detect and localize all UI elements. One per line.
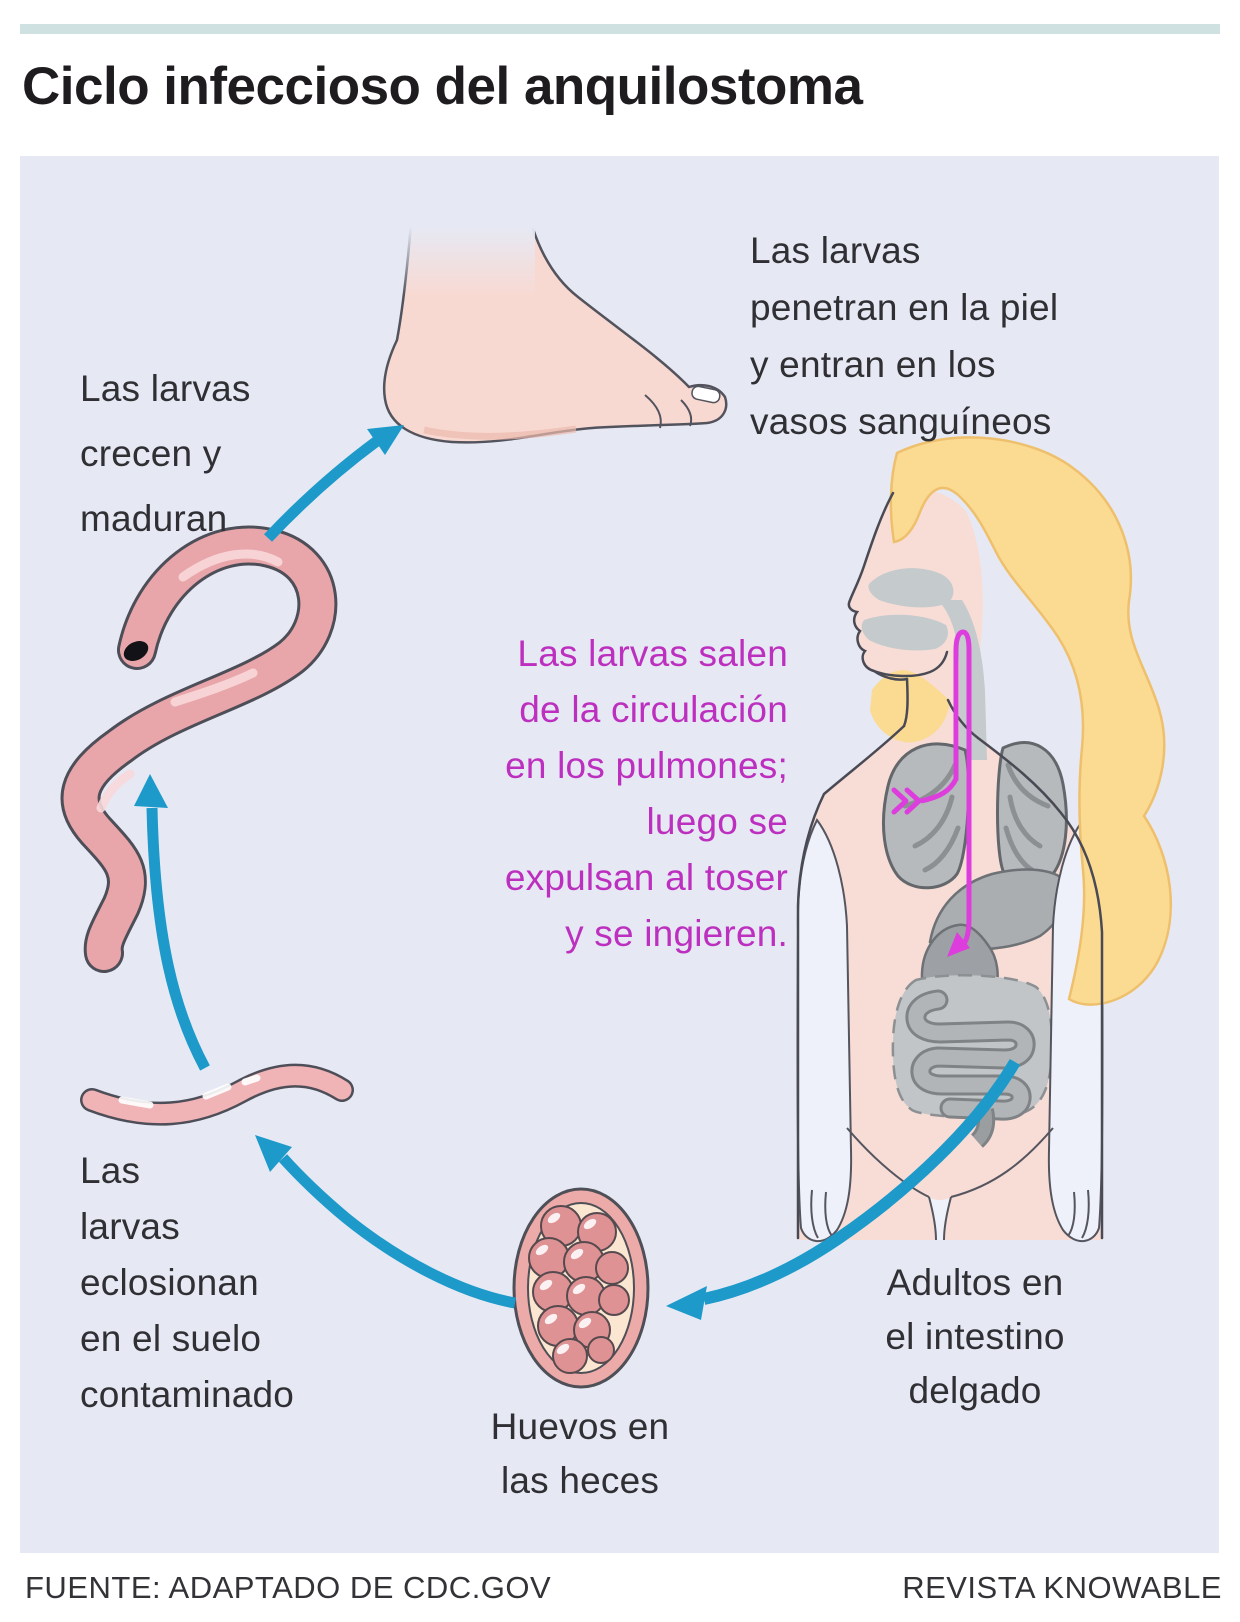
larva-illustration: [80, 1063, 354, 1126]
body-outlines: [796, 491, 1104, 1240]
footer-credit: REVISTA KNOWABLE: [902, 1570, 1222, 1605]
arrow-intestine-to-egg: [702, 1058, 1021, 1305]
page-title: Ciclo infeccioso del anquilostoma: [22, 57, 863, 116]
adult-worm-illustration: [60, 525, 338, 973]
foot-illustration: [382, 170, 728, 444]
human-body-illustration: [796, 436, 1173, 1242]
label-larvae-mature: Las larvas crecen y maduran: [80, 368, 251, 539]
egg-cell-highlights: [535, 1212, 597, 1355]
label-eggs-in-feces: Huevos en las heces: [490, 1406, 670, 1501]
label-larvae-hatch: Las larvas eclosionan en el suelo contam…: [80, 1150, 295, 1415]
cycle-arrows: [134, 425, 1021, 1320]
footer-source: FUENTE: ADAPTADO DE CDC.GOV: [25, 1570, 552, 1605]
top-accent-bar: [20, 24, 1220, 34]
lung-exit-chevrons: [891, 787, 922, 815]
stomach-arrowhead: [947, 932, 970, 957]
worm-mouth: [123, 640, 149, 662]
label-adults-intestine: Adultos en el intestino delgado: [885, 1262, 1065, 1411]
label-lung-migration: Las larvas salen de la circulación en lo…: [504, 633, 788, 954]
larvae-migration-path: [891, 629, 972, 957]
egg-illustration: [512, 1187, 650, 1389]
ankle-fade: [393, 170, 535, 296]
hair: [889, 436, 1173, 1006]
label-skin-penetration: Las larvas penetran en la piel y entran …: [750, 230, 1059, 442]
bronchi: [902, 762, 1051, 873]
arrow-larva-to-worm: [146, 807, 210, 1071]
arrow-worm-to-foot: [263, 436, 381, 542]
hair-neck-strand: [870, 670, 950, 743]
arrow-egg-to-larva: [278, 1154, 516, 1309]
airway-shapes: [861, 568, 987, 760]
hip-lines: [846, 1127, 1054, 1241]
